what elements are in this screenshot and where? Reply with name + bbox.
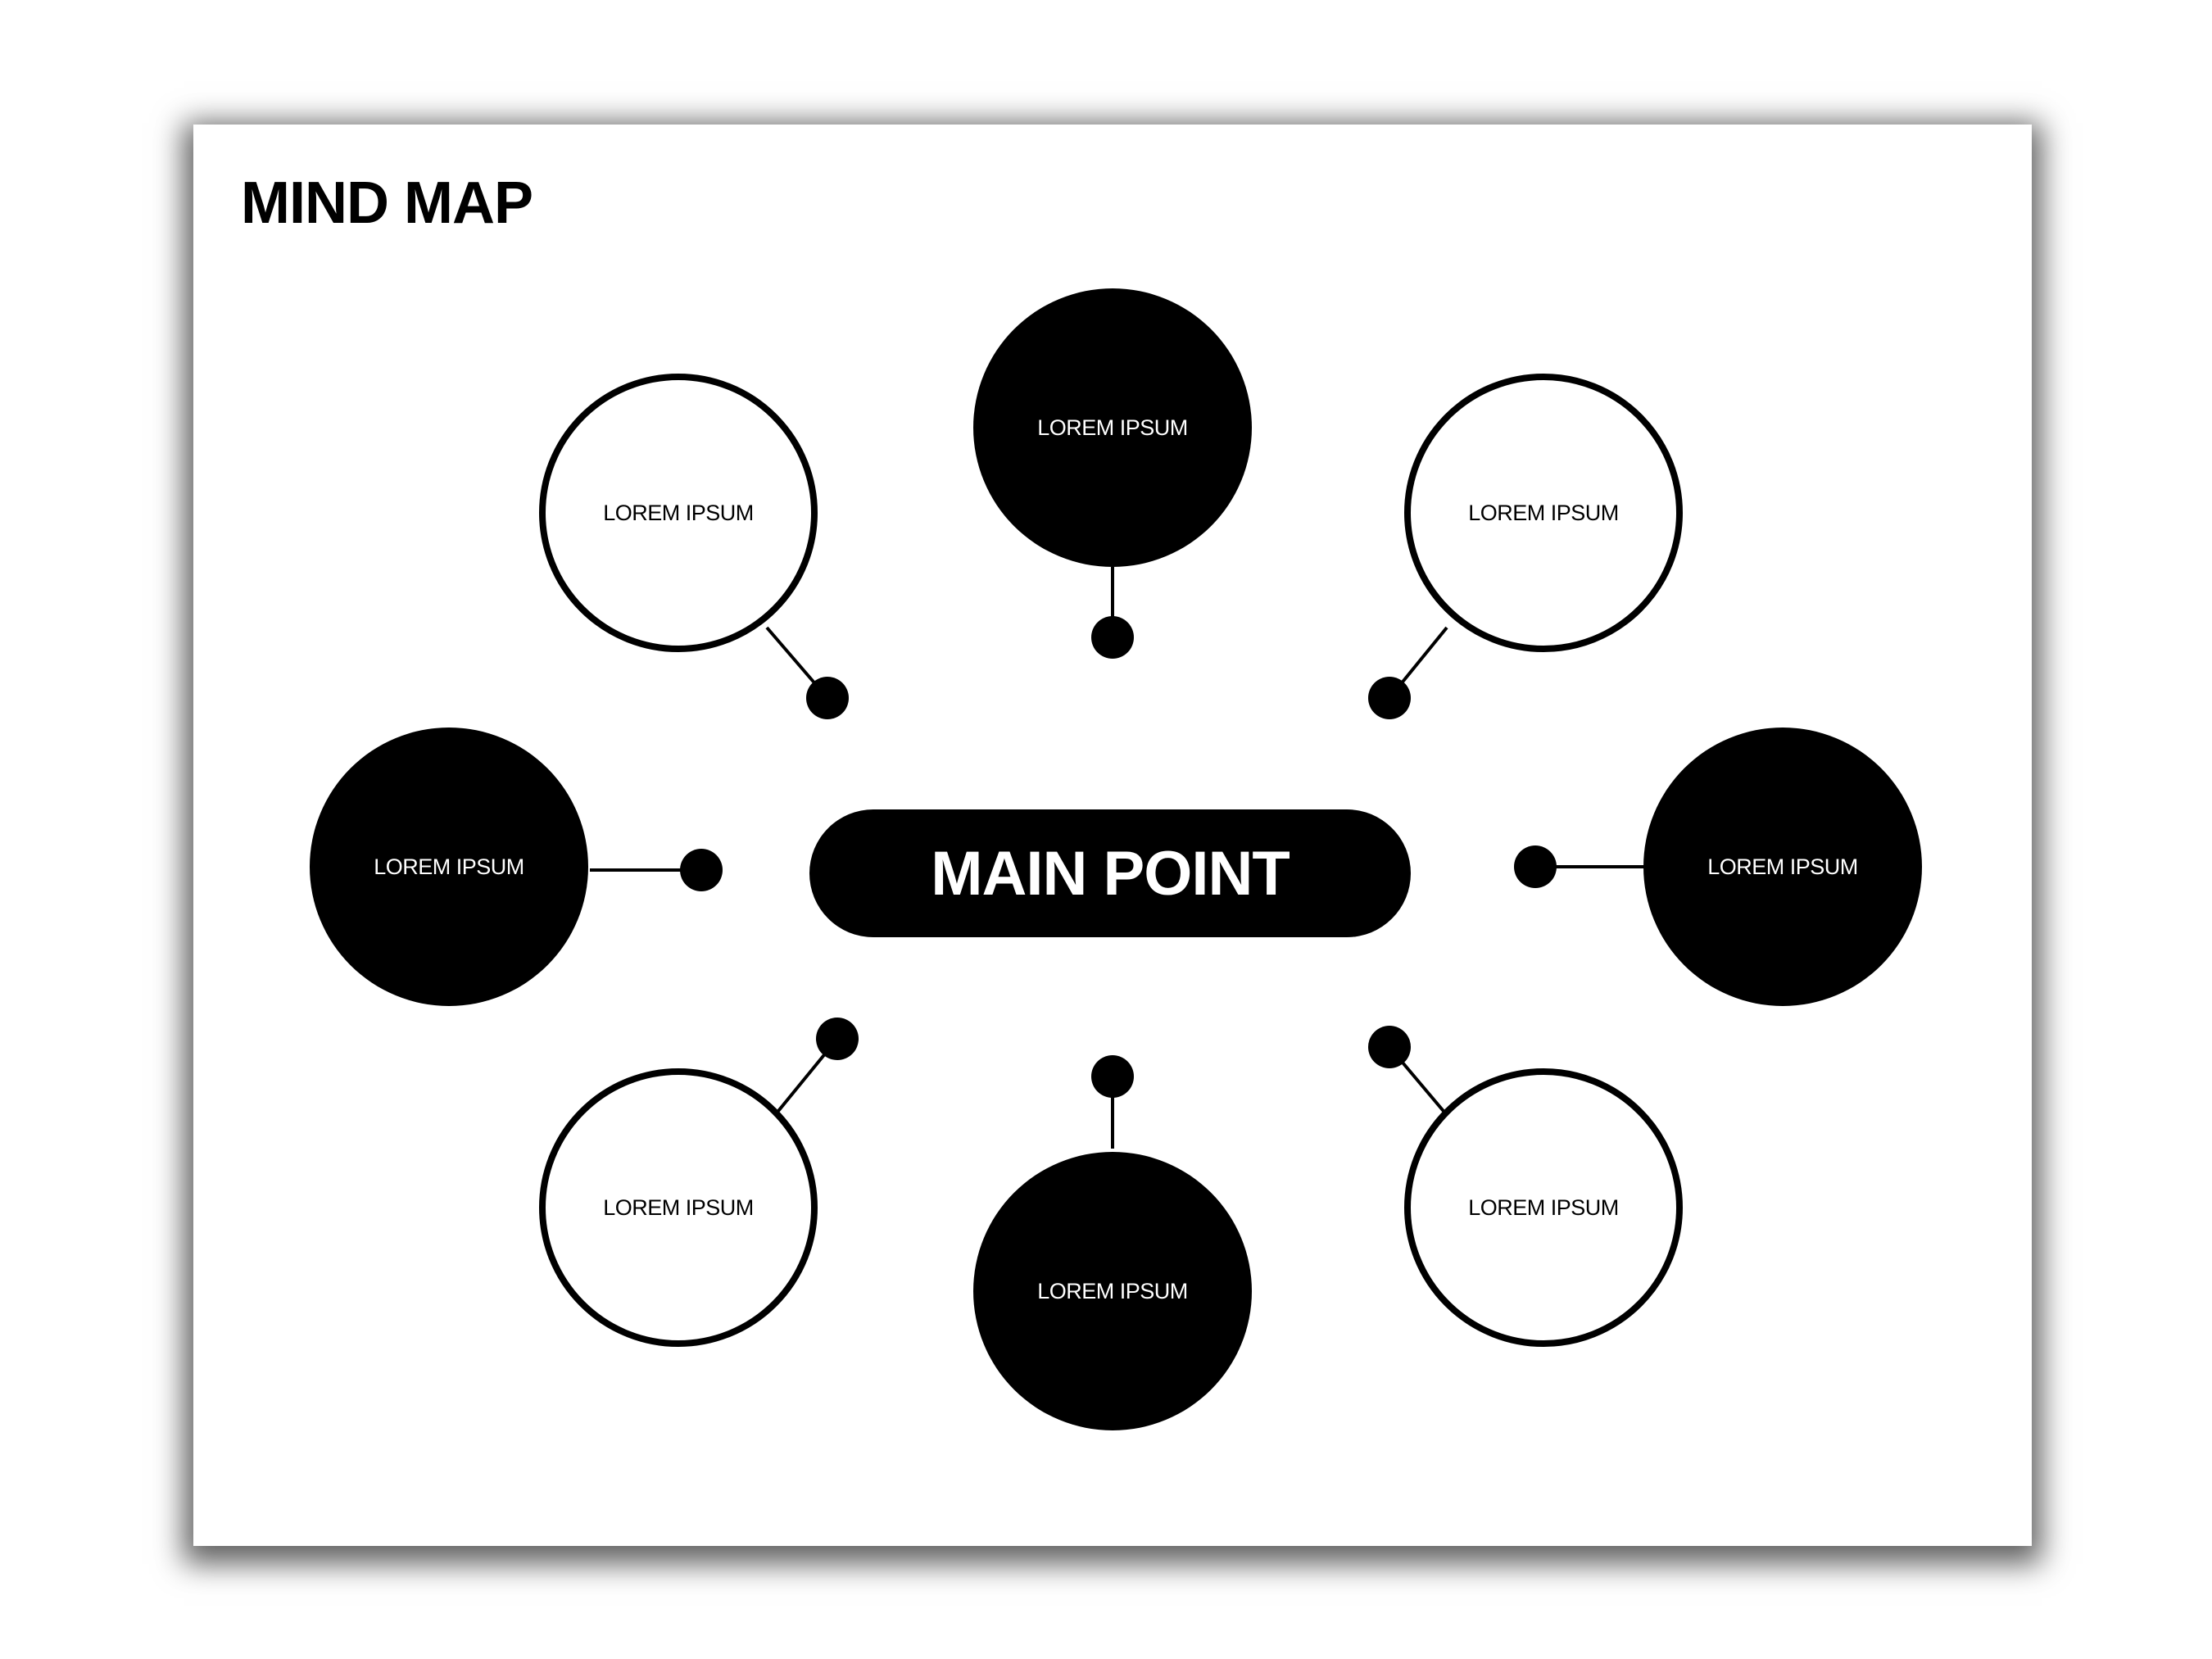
connector-dot-top-left [806, 677, 849, 719]
connector-dot-bottom [1091, 1055, 1134, 1098]
connector-dot-bottom-left [816, 1018, 859, 1060]
connector-dot-top-right [1368, 677, 1411, 719]
connectors [590, 567, 1650, 1149]
node-top-left[interactable]: LOREM IPSUM [539, 374, 818, 652]
node-left[interactable]: LOREM IPSUM [310, 728, 588, 1006]
node-right[interactable]: LOREM IPSUM [1643, 728, 1922, 1006]
connector-dot-right [1514, 845, 1557, 888]
connector-dot-top [1091, 616, 1134, 659]
diagram-title: MIND MAP [241, 170, 533, 236]
connector-dot-bottom-right [1368, 1026, 1411, 1068]
node-bottom-left[interactable]: LOREM IPSUM [539, 1068, 818, 1347]
mind-map-card: MIND MAP MAI [193, 125, 2032, 1546]
node-top[interactable]: LOREM IPSUM [973, 288, 1252, 567]
node-top-right[interactable]: LOREM IPSUM [1404, 374, 1683, 652]
node-bottom-right[interactable]: LOREM IPSUM [1404, 1068, 1683, 1347]
connector-dot-left [680, 849, 723, 891]
node-bottom[interactable]: LOREM IPSUM [973, 1152, 1252, 1430]
main-point-node[interactable]: MAIN POINT [809, 809, 1411, 937]
